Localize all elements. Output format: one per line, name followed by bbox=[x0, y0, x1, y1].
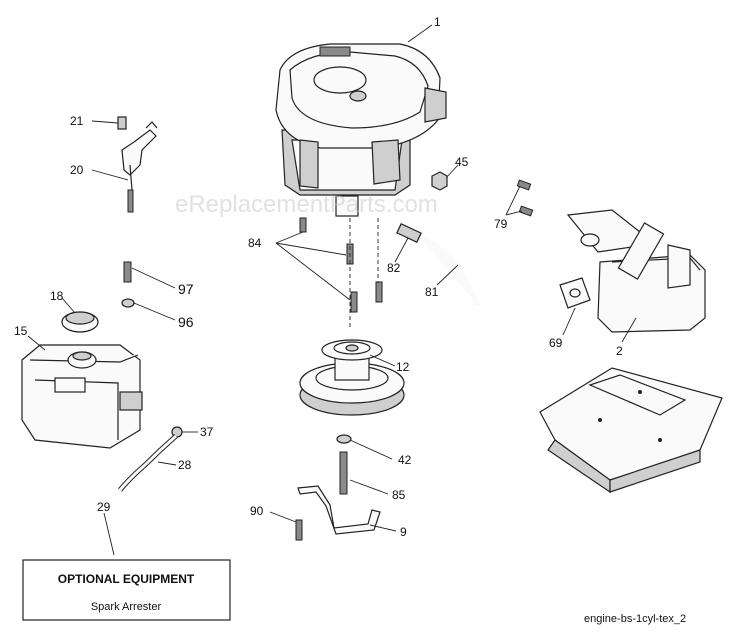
callout-29: 29 bbox=[97, 500, 111, 514]
nut-part bbox=[431, 171, 448, 191]
callout-2: 2 bbox=[616, 344, 623, 358]
callout-42: 42 bbox=[398, 453, 412, 467]
engine-part bbox=[275, 43, 447, 217]
callout-84: 84 bbox=[248, 236, 262, 250]
diagram-id: engine-bs-1cyl-tex_2 bbox=[584, 613, 686, 625]
callout-28: 28 bbox=[178, 458, 192, 472]
callout-18: 18 bbox=[50, 289, 64, 303]
callout-82: 82 bbox=[387, 261, 401, 275]
muffler-part bbox=[516, 179, 706, 333]
callout-15: 15 bbox=[14, 324, 28, 338]
optional-equipment-title: OPTIONAL EQUIPMENT bbox=[58, 572, 195, 586]
callout-97: 97 bbox=[178, 281, 194, 297]
optional-equipment-box bbox=[22, 559, 231, 621]
watermark-text: eReplacementParts.com bbox=[175, 191, 438, 218]
callout-20: 20 bbox=[70, 163, 84, 177]
callout-21: 21 bbox=[70, 114, 84, 128]
fuel-fitting-part bbox=[396, 223, 481, 307]
fuel-tank-part bbox=[21, 311, 143, 449]
pulley-part bbox=[299, 339, 405, 416]
callout-90: 90 bbox=[250, 504, 264, 518]
callout-45: 45 bbox=[455, 155, 469, 169]
optional-equipment-item: Spark Arrester bbox=[91, 601, 162, 613]
throttle-control-part bbox=[117, 116, 158, 213]
fuel-line-part bbox=[118, 426, 183, 492]
callout-37: 37 bbox=[200, 425, 214, 439]
bracket-part bbox=[295, 485, 381, 541]
callout-69: 69 bbox=[549, 336, 563, 350]
callout-85: 85 bbox=[392, 488, 406, 502]
pulley-bolt-part bbox=[336, 434, 352, 495]
bolt-washer-part bbox=[121, 261, 135, 308]
callout-79: 79 bbox=[494, 217, 508, 231]
callout-1: 1 bbox=[434, 15, 441, 29]
mounting-bolts-part bbox=[299, 217, 383, 330]
callout-81: 81 bbox=[425, 285, 439, 299]
engine-mount-plate-part bbox=[539, 367, 723, 494]
callout-12: 12 bbox=[396, 360, 410, 374]
callout-96: 96 bbox=[178, 314, 194, 330]
callout-9: 9 bbox=[400, 525, 407, 539]
